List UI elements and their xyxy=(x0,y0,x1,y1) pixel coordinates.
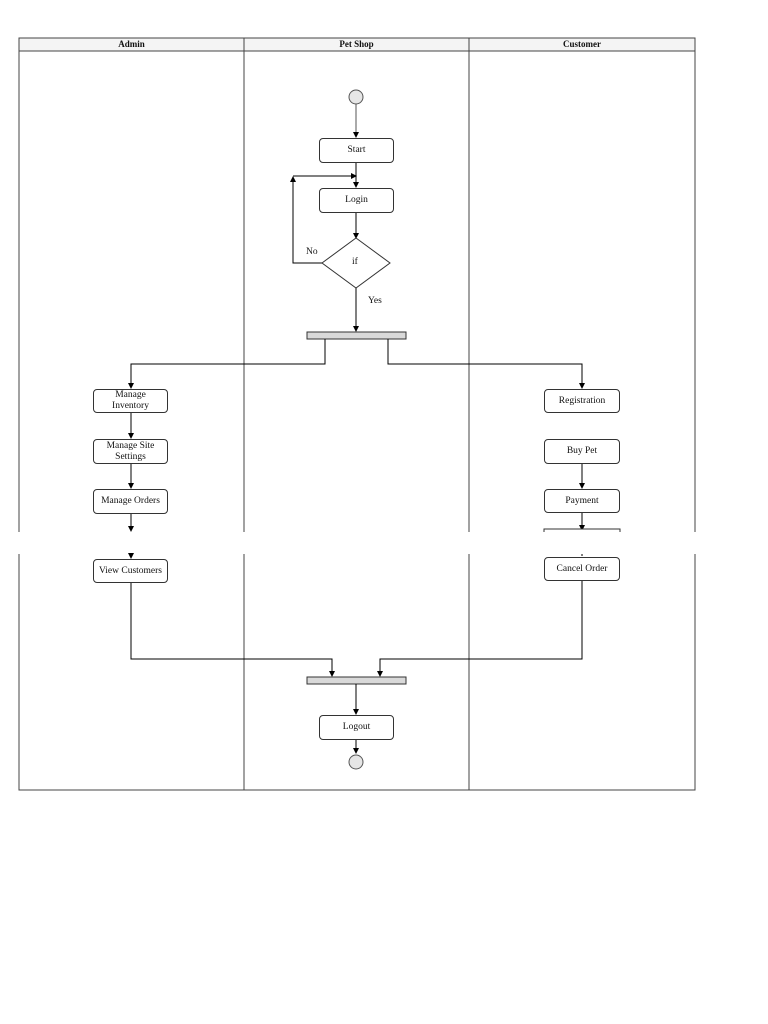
edge-label-yes: Yes xyxy=(368,296,382,306)
edge-no-loop xyxy=(290,176,322,264)
node-logout-label: Logout xyxy=(342,722,371,732)
node-manage-orders: Manage Orders xyxy=(93,489,168,514)
node-manage-site-settings: Manage Site Settings xyxy=(93,439,168,464)
edge-admin-join xyxy=(130,583,335,677)
node-buy-pet: Buy Pet xyxy=(544,439,620,464)
node-view-customers: View Customers xyxy=(93,559,168,583)
node-cancel-order: Cancel Order xyxy=(544,557,620,581)
node-start: Start xyxy=(319,138,394,163)
node-manage-site-settings-label: Manage Site Settings xyxy=(106,440,155,462)
node-buy-pet-label: Buy Pet xyxy=(566,446,598,456)
edge-label-no: No xyxy=(306,247,318,257)
node-logout: Logout xyxy=(319,715,394,740)
edge-customer-join xyxy=(377,581,583,677)
lane-header-petshop: Pet Shop xyxy=(339,39,374,49)
node-manage-inventory: Manage Inventory xyxy=(93,389,168,413)
decision-label: if xyxy=(352,257,358,267)
swimlane-header-band xyxy=(18,37,696,52)
node-registration: Registration xyxy=(544,389,620,413)
node-payment-label: Payment xyxy=(565,495,599,506)
node-payment: Payment xyxy=(544,489,620,513)
initial-node xyxy=(348,89,364,105)
node-registration-label: Registration xyxy=(558,395,606,406)
node-login-label: Login xyxy=(345,195,368,205)
node-login: Login xyxy=(319,188,394,213)
node-manage-inventory-label: Manage Inventory xyxy=(112,390,149,411)
lane-header-customer: Customer xyxy=(563,39,601,49)
node-manage-orders-label: Manage Orders xyxy=(101,496,160,506)
node-view-customers-label: View Customers xyxy=(98,565,163,576)
join-bar xyxy=(306,676,407,685)
fork-bar xyxy=(306,331,407,340)
node-start-label: Start xyxy=(347,145,366,155)
node-cancel-order-label: Cancel Order xyxy=(556,563,608,574)
lane-header-admin: Admin xyxy=(118,39,145,49)
final-node xyxy=(348,754,364,770)
edge-fork-customer xyxy=(387,339,585,389)
edge-fork-admin xyxy=(128,339,326,389)
page-break-gap xyxy=(0,532,768,554)
